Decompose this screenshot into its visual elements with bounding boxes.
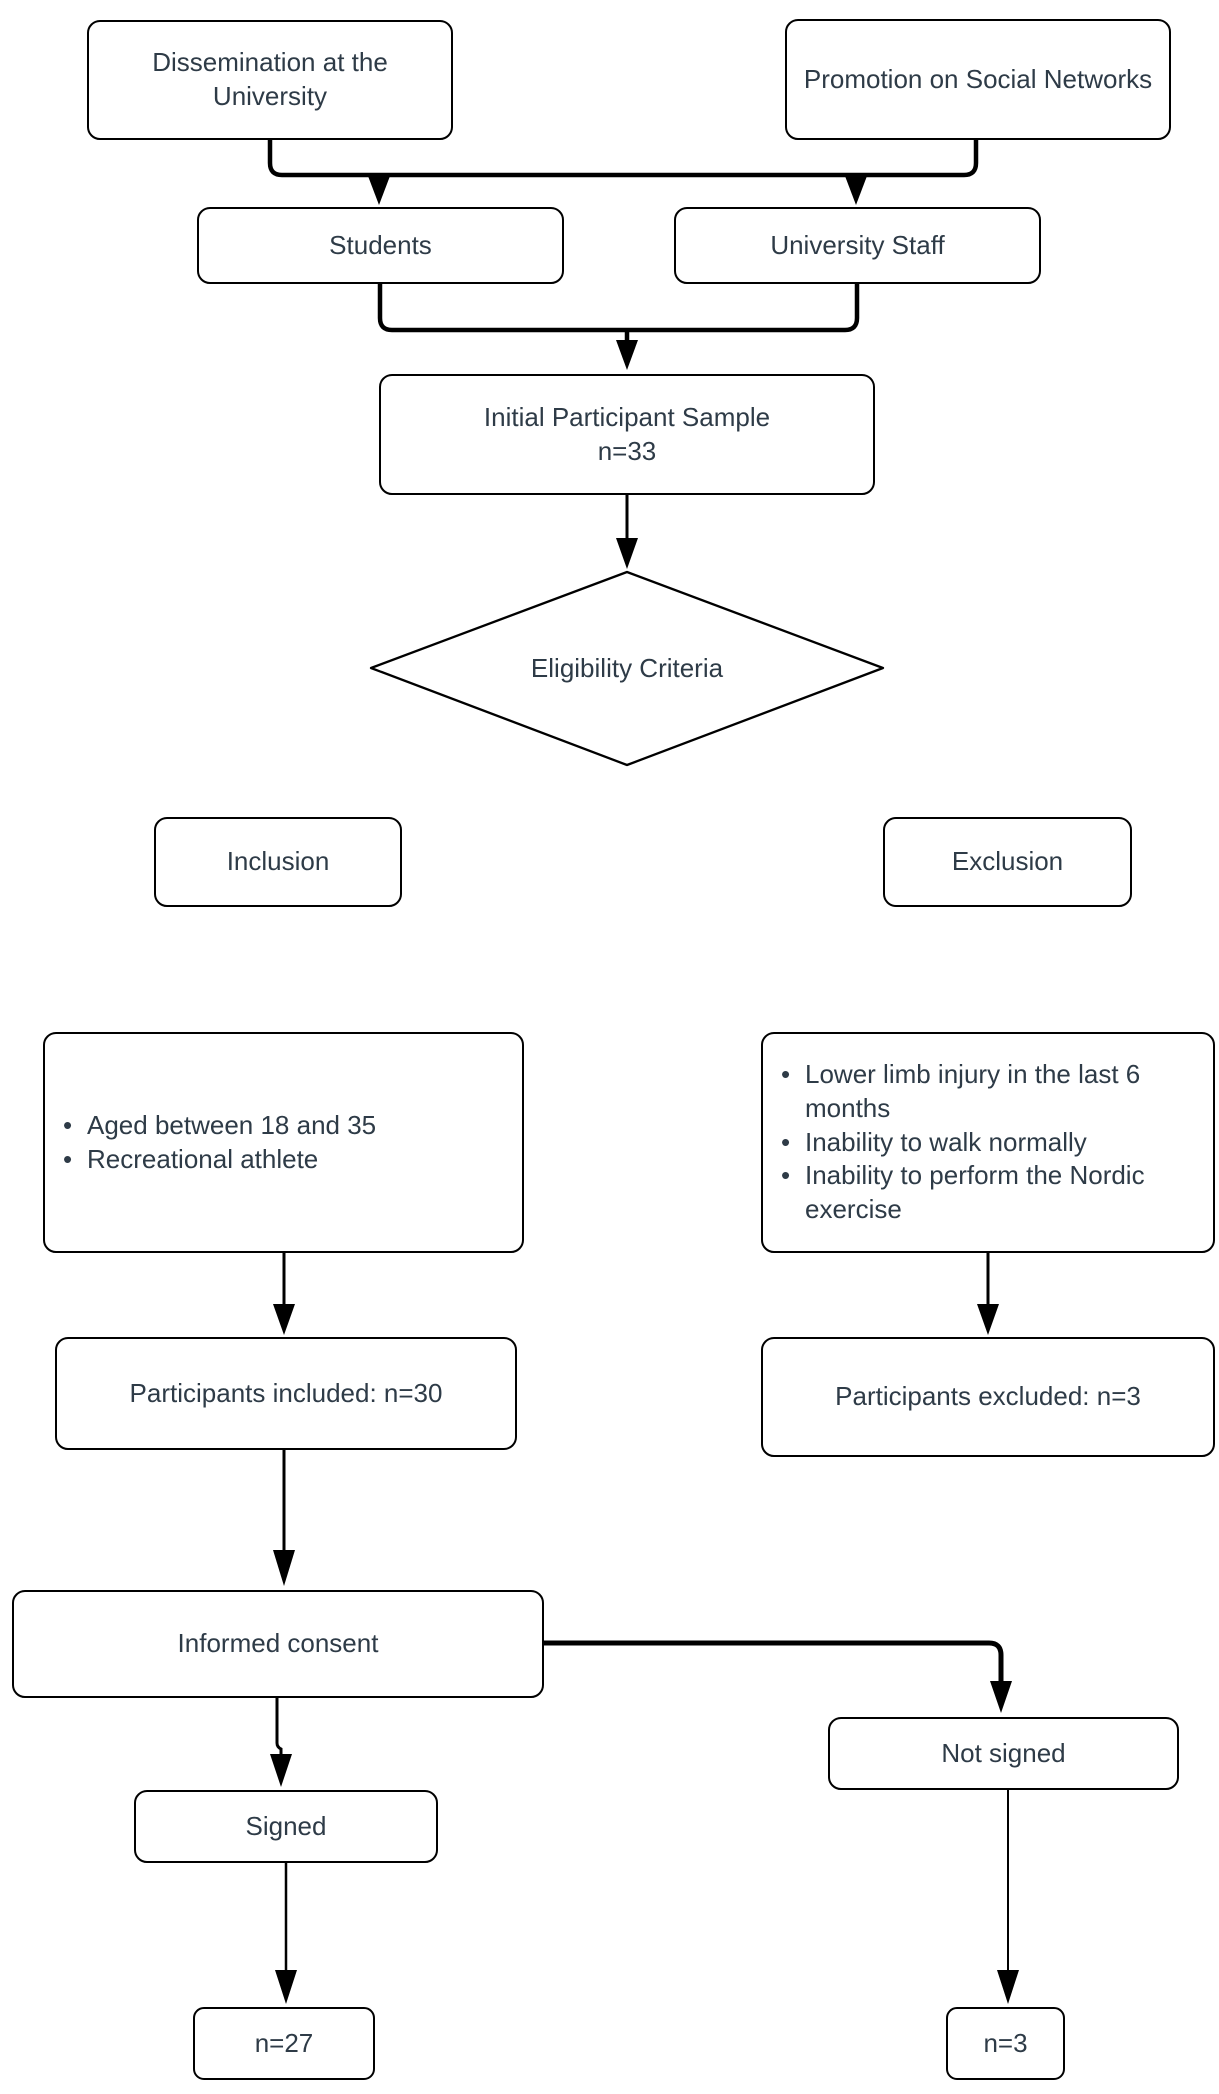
node-informed-consent-label: Informed consent bbox=[177, 1628, 379, 1659]
arrowhead-to-university-staff bbox=[845, 176, 867, 205]
node-eligibility-label: Eligibility Criteria bbox=[530, 653, 724, 683]
criteria-item-text: Recreational athlete bbox=[87, 1143, 319, 1174]
criteria-item-text: Aged between 18 and 35 bbox=[87, 1109, 377, 1140]
node-inclusion-criteria: • Aged between 18 and 35 • Recreational … bbox=[43, 1032, 524, 1253]
node-n27: n=27 bbox=[193, 2007, 375, 2080]
node-promotion: Promotion on Social Networks bbox=[785, 19, 1171, 140]
inclusion-criteria-list: • Aged between 18 and 35 • Recreational … bbox=[63, 1109, 508, 1177]
node-university-staff: University Staff bbox=[674, 207, 1041, 284]
node-n27-label: n=27 bbox=[254, 2027, 314, 2058]
exclusion-criteria-list: • Lower limb injury in the last 6 months… bbox=[781, 1058, 1199, 1227]
arrowhead-to-consent bbox=[273, 1550, 295, 1586]
eligibility-diamond-shape bbox=[369, 570, 885, 767]
criteria-item-text: Inability to perform the Nordic exercise bbox=[805, 1160, 1145, 1225]
bullet-glyph: • bbox=[781, 1126, 791, 1157]
node-inclusion-header-label: Inclusion bbox=[226, 846, 330, 877]
arrowhead-to-included bbox=[273, 1304, 295, 1335]
node-dissemination: Dissemination at the University bbox=[87, 20, 453, 140]
node-initial-sample-line2: n=33 bbox=[597, 435, 657, 466]
criteria-item: • Inability to perform the Nordic exerci… bbox=[781, 1159, 1199, 1227]
arrowhead-to-students bbox=[368, 176, 390, 205]
node-participants-included: Participants included: n=30 bbox=[55, 1337, 517, 1450]
node-exclusion-header-label: Exclusion bbox=[951, 846, 1064, 877]
arrowhead-to-n27 bbox=[275, 1970, 297, 2004]
node-signed: Signed bbox=[134, 1790, 438, 1863]
node-dissemination-label: Dissemination at the University bbox=[152, 47, 388, 111]
node-initial-sample-line1: Initial Participant Sample bbox=[483, 401, 771, 432]
criteria-item: • Lower limb injury in the last 6 months bbox=[781, 1058, 1199, 1126]
node-exclusion-header: Exclusion bbox=[883, 817, 1132, 907]
arrowhead-to-signed bbox=[270, 1754, 292, 1787]
node-students-label: Students bbox=[329, 229, 432, 260]
criteria-item: • Inability to walk normally bbox=[781, 1126, 1199, 1160]
criteria-item-text: Lower limb injury in the last 6 months bbox=[805, 1059, 1141, 1123]
arrowhead-to-initial-sample bbox=[616, 340, 638, 370]
bullet-glyph: • bbox=[63, 1143, 73, 1174]
node-n3-label: n=3 bbox=[983, 2027, 1028, 2058]
connector-staff-merge bbox=[627, 284, 860, 333]
node-exclusion-criteria: • Lower limb injury in the last 6 months… bbox=[761, 1032, 1215, 1253]
criteria-item-text: Inability to walk normally bbox=[805, 1126, 1087, 1157]
node-n3: n=3 bbox=[946, 2007, 1065, 2080]
arrowhead-to-not-signed bbox=[990, 1681, 1012, 1713]
node-inclusion-header: Inclusion bbox=[154, 817, 402, 907]
node-participants-excluded: Participants excluded: n=3 bbox=[761, 1337, 1215, 1457]
connector-consent-to-signed bbox=[275, 1698, 283, 1756]
node-initial-sample: Initial Participant Sample n=33 bbox=[379, 374, 875, 495]
connector-students-merge bbox=[377, 284, 627, 333]
node-signed-label: Signed bbox=[245, 1810, 327, 1841]
arrowhead-to-eligibility bbox=[616, 538, 638, 569]
node-not-signed-label: Not signed bbox=[941, 1737, 1066, 1768]
criteria-item: • Recreational athlete bbox=[63, 1143, 508, 1177]
criteria-item: • Aged between 18 and 35 bbox=[63, 1109, 508, 1143]
connector-dissemination-down bbox=[267, 140, 979, 178]
arrowhead-to-excluded bbox=[977, 1304, 999, 1335]
bullet-glyph: • bbox=[63, 1109, 73, 1140]
node-participants-included-label: Participants included: n=30 bbox=[129, 1377, 443, 1408]
node-informed-consent: Informed consent bbox=[12, 1590, 544, 1698]
arrowhead-to-n3 bbox=[997, 1970, 1019, 2004]
node-students: Students bbox=[197, 207, 564, 284]
node-university-staff-label: University Staff bbox=[770, 229, 945, 260]
bullet-glyph: • bbox=[781, 1059, 791, 1089]
bullet-glyph: • bbox=[781, 1160, 791, 1191]
node-participants-excluded-label: Participants excluded: n=3 bbox=[835, 1381, 1141, 1412]
connector-consent-to-not-signed bbox=[544, 1640, 1004, 1683]
node-promotion-label: Promotion on Social Networks bbox=[803, 63, 1153, 94]
node-not-signed: Not signed bbox=[828, 1717, 1179, 1790]
